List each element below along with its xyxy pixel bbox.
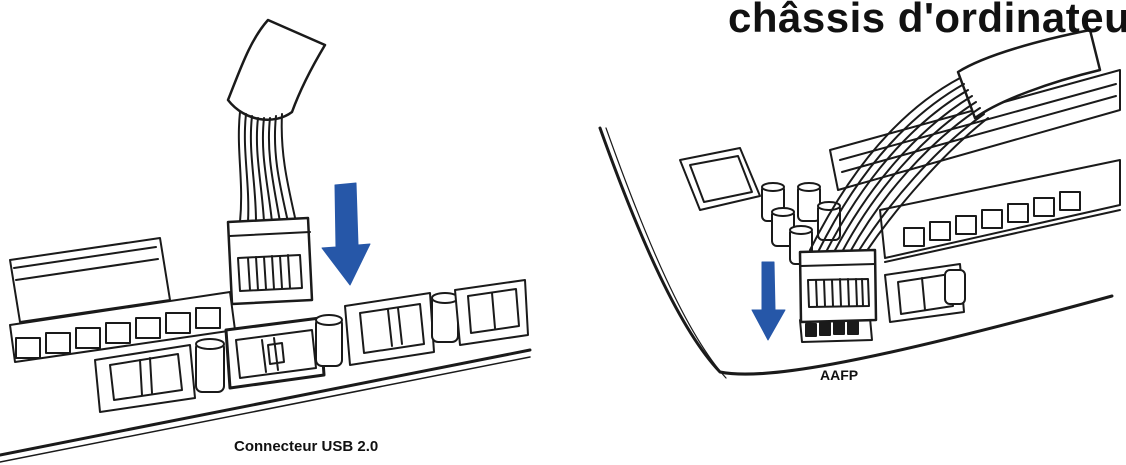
right-slot-pads xyxy=(903,191,1081,247)
aafp-label: AAFP xyxy=(820,367,859,383)
usb-cable xyxy=(226,18,327,306)
chassis-title: châssis d'ordinateur xyxy=(728,0,1126,41)
slot-pads xyxy=(15,307,221,359)
aafp-header-pins xyxy=(799,317,873,343)
right-motherboard xyxy=(598,69,1121,379)
usb-header-socket xyxy=(224,316,326,390)
usb-connector-label: Connecteur USB 2.0 xyxy=(234,438,379,455)
left-motherboard xyxy=(0,237,532,463)
insert-arrow-right xyxy=(751,261,786,341)
usb-plug-pins xyxy=(237,254,303,292)
aafp-cable xyxy=(798,28,1102,324)
insert-arrow-left xyxy=(321,182,371,286)
aafp-plug-pins xyxy=(807,278,870,308)
